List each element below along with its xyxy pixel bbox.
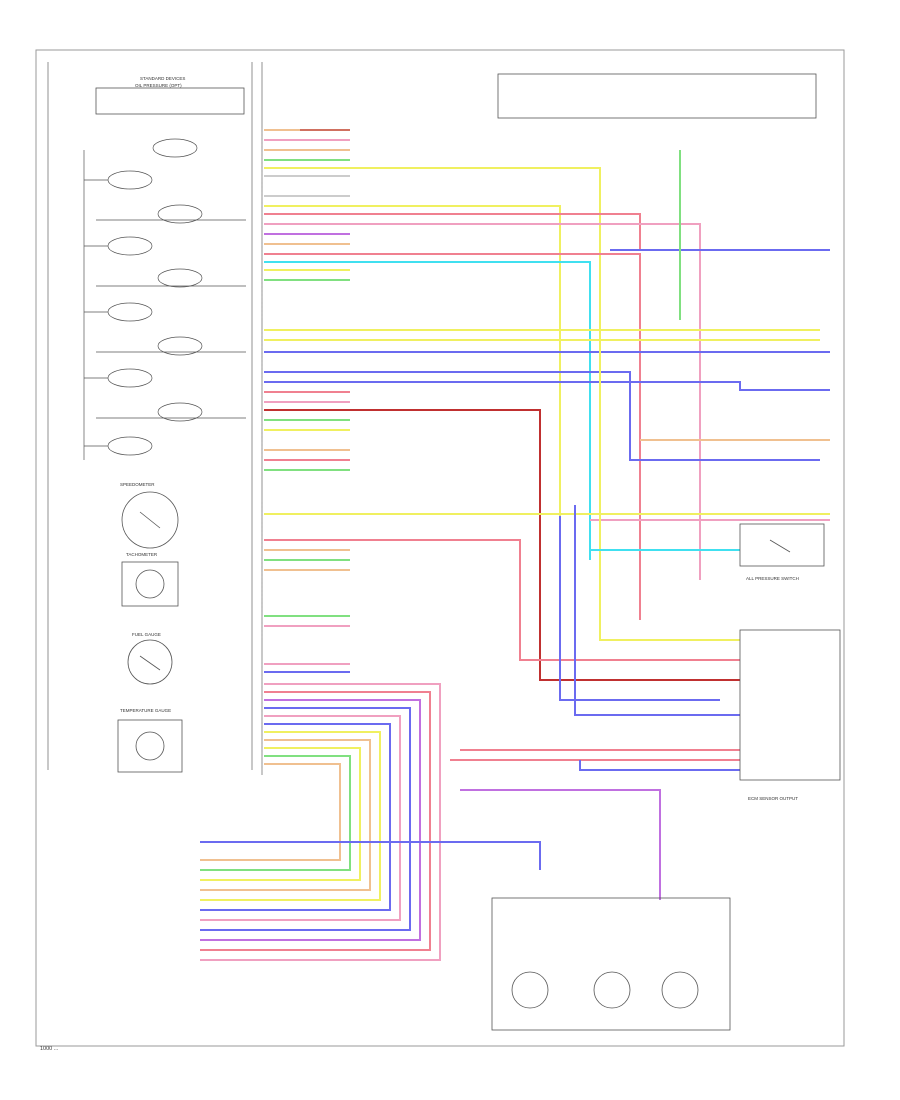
indicator-lamp — [157, 336, 203, 356]
cluster-wires — [264, 129, 701, 620]
bottom-right-note: ECM SENSOR OUTPUT — [748, 796, 798, 801]
instrument-cluster-border — [47, 62, 263, 775]
page-code: 1000 ... — [40, 1046, 59, 1052]
top-right-module — [497, 73, 817, 119]
indicator-lamp — [157, 268, 203, 288]
right-components — [491, 73, 841, 1031]
diagram-frame — [35, 49, 845, 1047]
cluster-wires-mid — [264, 329, 830, 681]
right-connector-title: ALL PRESSURE SWITCH — [746, 576, 799, 581]
indicator-lamp — [107, 436, 153, 456]
gauge-label-speedometer: SPEEDOMETER — [120, 482, 155, 487]
indicator-lamp — [107, 236, 153, 256]
indicator-lamp — [157, 204, 203, 224]
indicator-lamp — [107, 170, 153, 190]
top-left-device-box: STANDARD DEVICES OIL PRESSURE (OPT) — [95, 76, 245, 115]
gauge-label-temperature: TEMPERATURE GAUGE — [120, 708, 171, 713]
speedometer-gauge — [121, 491, 179, 549]
pressure-switch-box — [739, 523, 825, 567]
indicator-lamp — [157, 402, 203, 422]
right-side-wires — [450, 150, 830, 900]
gauges — [117, 491, 183, 773]
sensor-dial — [593, 971, 631, 1009]
sensor-dial — [511, 971, 549, 1009]
cluster-wires-lower — [264, 513, 830, 661]
sensor-dial — [661, 971, 699, 1009]
fuel-gauge — [127, 639, 173, 685]
gauge-label-fuel: FUEL GAUGE — [132, 632, 161, 637]
temperature-gauge — [117, 719, 183, 773]
indicator-lamps — [83, 138, 246, 460]
indicator-lamp — [107, 302, 153, 322]
gauge-label-tachometer: TACHOMETER — [126, 552, 158, 557]
right-connector-block — [739, 629, 841, 781]
indicator-lamp — [152, 138, 198, 158]
top-left-box-line1: STANDARD DEVICES — [140, 76, 185, 81]
tachometer-gauge — [121, 561, 179, 607]
top-left-box-line2: OIL PRESSURE (OPT) — [135, 83, 182, 88]
indicator-lamp — [107, 368, 153, 388]
cluster-wires-bottom — [200, 663, 541, 961]
bottom-sensor-box — [491, 897, 731, 1031]
